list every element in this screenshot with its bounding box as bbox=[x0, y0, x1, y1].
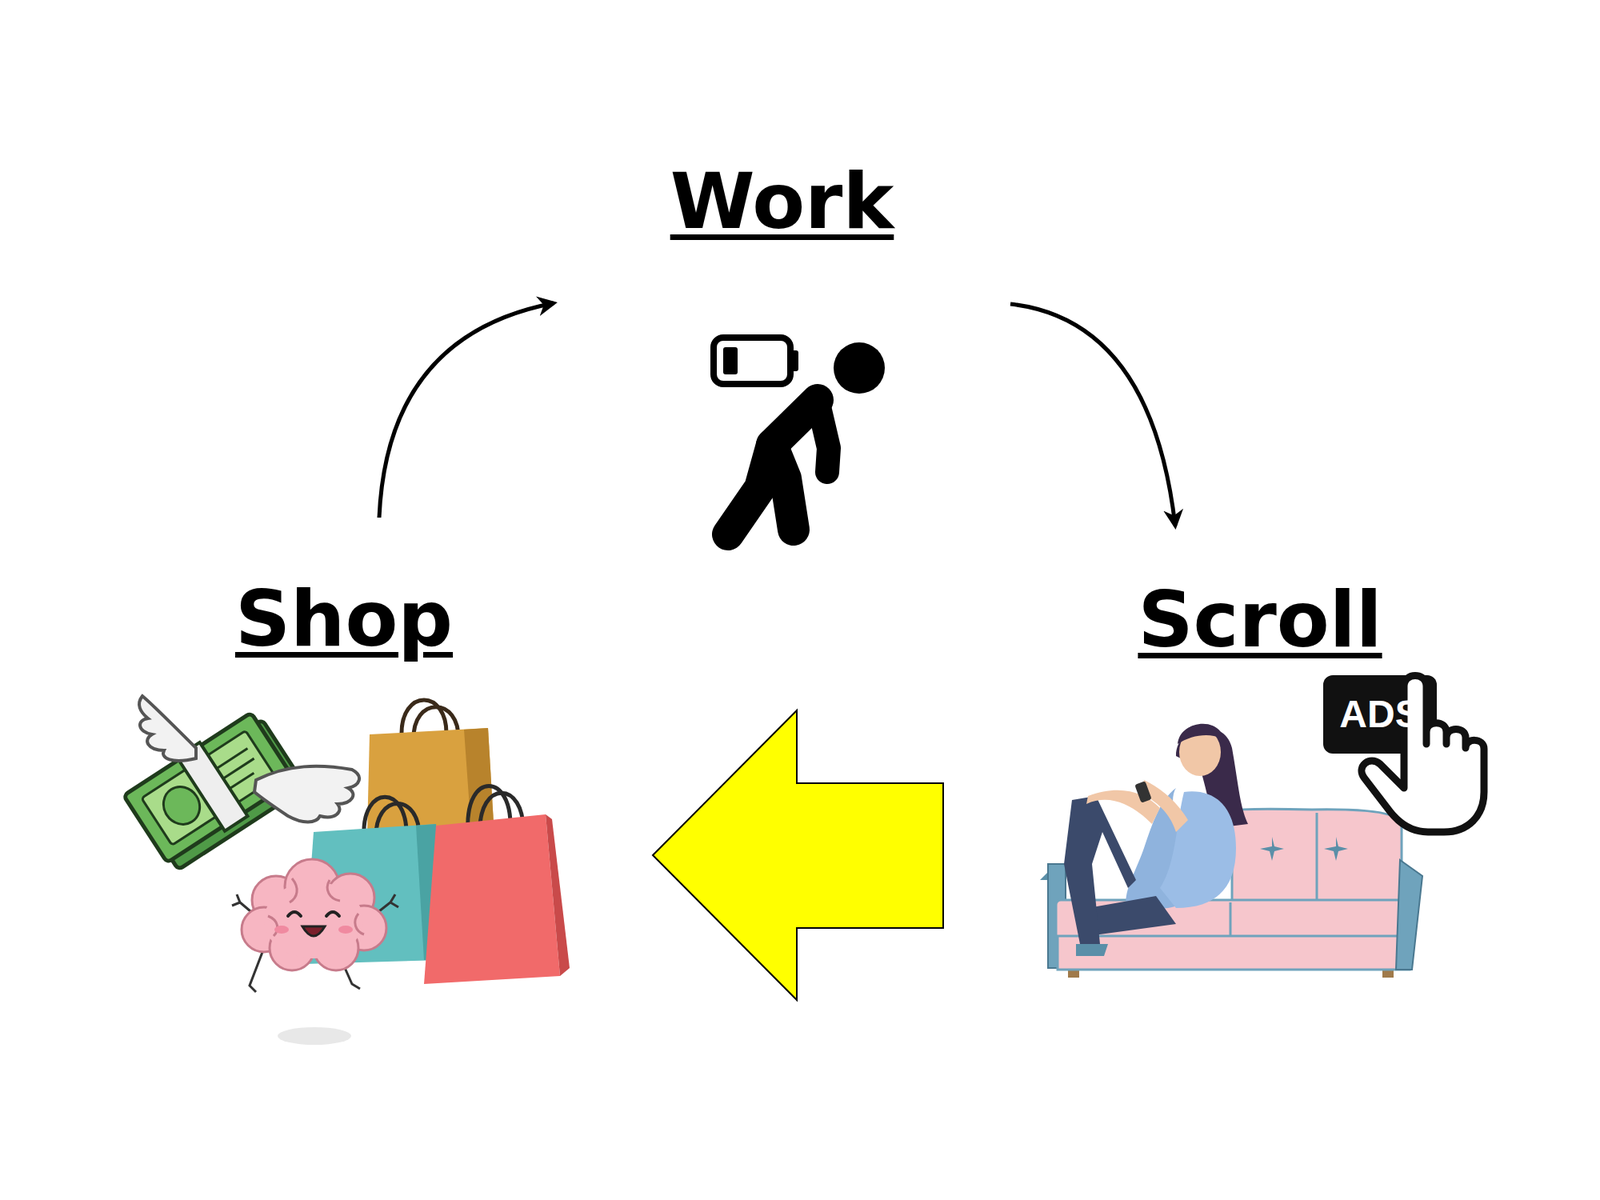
step-heading: Shop bbox=[235, 577, 453, 663]
happy-brain-part bbox=[302, 926, 325, 936]
money-wing-left bbox=[139, 696, 196, 761]
tired-worker-icon-part bbox=[772, 444, 794, 530]
money-wing-left-part bbox=[139, 696, 196, 761]
happy-brain-part bbox=[249, 948, 264, 992]
sofa-part bbox=[1229, 902, 1232, 940]
step-heading: Scroll bbox=[1137, 578, 1382, 664]
happy-brain-part bbox=[277, 1027, 352, 1045]
shopping-bags-part bbox=[424, 814, 560, 984]
curved-arrow bbox=[1010, 304, 1176, 526]
woman-scrolling-part bbox=[1076, 944, 1108, 956]
sofa-part bbox=[1396, 860, 1423, 970]
tired-worker-icon-part bbox=[728, 400, 818, 535]
shopping-bags-part bbox=[545, 814, 570, 976]
tired-worker-icon-part bbox=[833, 342, 885, 394]
step-heading: Work bbox=[670, 160, 895, 245]
money-wing-right-part bbox=[254, 766, 360, 823]
tired-worker-icon-part bbox=[817, 400, 829, 472]
happy-brain bbox=[232, 859, 399, 1045]
woman-scrolling bbox=[1064, 724, 1248, 956]
work-step: Work bbox=[552, 160, 1012, 512]
sofa-part bbox=[1324, 836, 1348, 861]
scroll-step: Scroll bbox=[1032, 524, 1488, 984]
sofa-part bbox=[1232, 808, 1402, 904]
block-arrow bbox=[652, 710, 944, 1000]
woman-scrolling-part bbox=[1177, 724, 1224, 744]
curved-arrow bbox=[379, 303, 554, 518]
shop-step: Shop bbox=[112, 520, 576, 1048]
tired-worker-icon-part bbox=[713, 337, 791, 384]
flying-money-part bbox=[228, 772, 255, 790]
tired-worker-icon bbox=[713, 337, 885, 535]
ads-text: ADS bbox=[1339, 695, 1420, 734]
sofa-part bbox=[1316, 812, 1319, 904]
woman-scrolling-part bbox=[1064, 796, 1136, 944]
happy-brain-part bbox=[274, 925, 289, 934]
sofa-part bbox=[1057, 936, 1410, 970]
sofa-part bbox=[1260, 836, 1284, 861]
woman-scrolling-part bbox=[1134, 780, 1152, 803]
happy-brain-part bbox=[264, 881, 364, 959]
happy-brain-part bbox=[268, 878, 364, 936]
happy-brain-part bbox=[338, 925, 353, 934]
ads-click-icon bbox=[1323, 675, 1484, 832]
tired-worker-icon-part bbox=[723, 347, 738, 375]
happy-brain-part bbox=[288, 912, 340, 916]
tired-worker-icon-part bbox=[790, 350, 799, 372]
money-wing-right bbox=[254, 766, 360, 823]
happy-brain-part bbox=[241, 859, 387, 971]
